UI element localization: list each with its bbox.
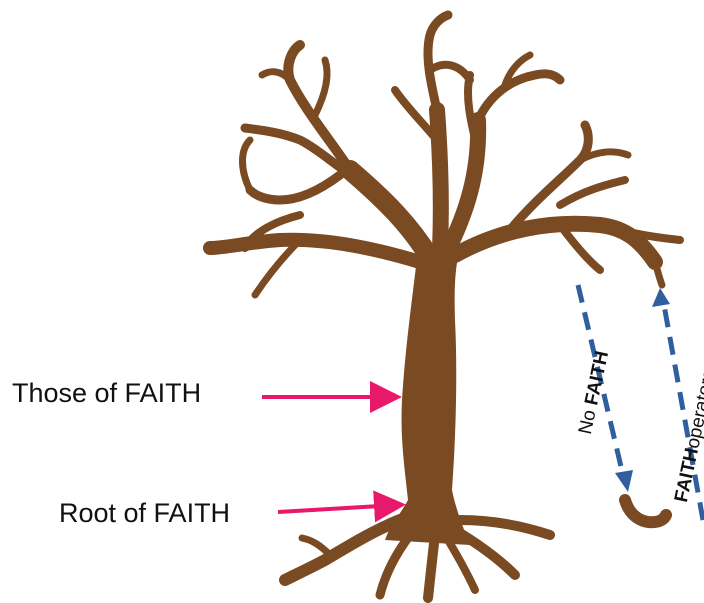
root-right-3 (448, 540, 475, 590)
root-right-2 (460, 520, 550, 535)
root-left-2 (380, 535, 410, 595)
arrow-root-of-faith (278, 505, 398, 512)
branch-center (437, 110, 441, 250)
twig-rightup-1 (478, 74, 560, 120)
twig-right-1 (510, 125, 588, 230)
arrow-no-faith-head (615, 470, 633, 492)
root-left-3 (302, 538, 330, 555)
twig-left-3 (262, 72, 290, 80)
fallen-branch (625, 500, 666, 522)
twig-center-3 (430, 65, 470, 80)
arrow-faith-operators-head (652, 288, 670, 307)
twig-left-8 (243, 140, 251, 190)
twig-right-2 (560, 180, 625, 205)
label-root-of-faith: Root of FAITH (59, 500, 230, 527)
twig-left-5 (250, 175, 340, 200)
root-center (428, 535, 435, 598)
label-those-of-faith: Those of FAITH (12, 380, 201, 407)
branch-left-low (210, 240, 420, 262)
twig-left-4 (315, 60, 327, 115)
tree-trunk (385, 250, 470, 545)
root-left-1 (285, 520, 400, 580)
